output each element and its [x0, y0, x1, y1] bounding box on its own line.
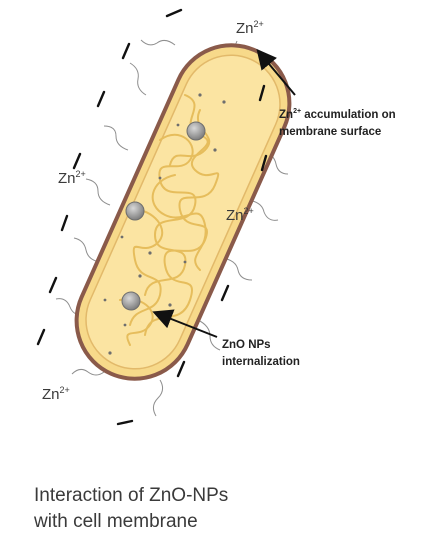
accumulation-line2: membrane surface: [279, 124, 396, 141]
internalization-line2: internalization: [222, 354, 300, 371]
zno-nanoparticle: [122, 292, 140, 310]
zno-nanoparticle: [126, 202, 144, 220]
zn-ion-label-right: Zn2+: [226, 207, 254, 223]
zn-ion-label-bottom-left: Zn2+: [42, 386, 70, 402]
internalization-line1: ZnO NPs: [222, 337, 300, 354]
internalization-annotation: ZnO NPs internalization: [222, 337, 300, 371]
zn-ion-label-top-right: Zn2+: [236, 20, 264, 36]
caption-line2: with cell membrane: [34, 509, 228, 535]
caption-line1: Interaction of ZnO-NPs: [34, 483, 228, 509]
zno-nanoparticle: [187, 122, 205, 140]
accumulation-annotation: Zn2+ accumulation on membrane surface: [279, 103, 396, 141]
zn-ion-label-left: Zn2+: [58, 170, 86, 186]
accumulation-line1: Zn2+ accumulation on: [279, 103, 396, 124]
figure-caption: Interaction of ZnO-NPs with cell membran…: [34, 483, 228, 535]
